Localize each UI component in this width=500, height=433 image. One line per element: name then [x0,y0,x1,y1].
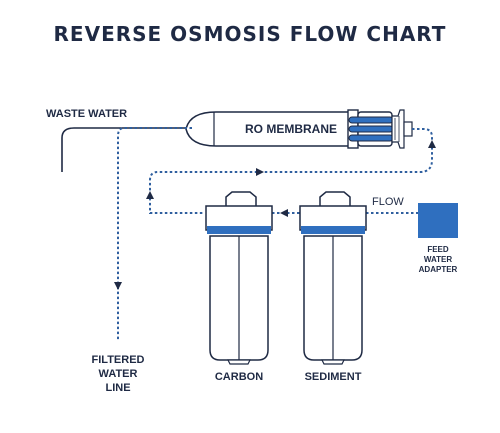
filtered-water-line-label-line1: FILTERED [91,354,145,366]
ro-membrane-housing-icon [185,109,413,149]
feed-water-adapter-label: FEED WATER ADAPTER [410,245,466,275]
waste-water-label: WASTE WATER [46,108,128,120]
sediment-filter-housing-icon [299,191,367,365]
sediment-label: SEDIMENT [304,371,362,383]
carbon-filter-housing-icon [205,191,273,365]
filtered-water-line [117,127,192,340]
ro-feed-line [149,128,433,214]
feed-water-adapter-label-line3: ADAPTER [418,265,458,274]
feed-water-adapter-label-line1: FEED [427,245,449,254]
flow-label: FLOW [372,196,404,208]
filtered-water-line-label: FILTERED WATER LINE [82,353,154,395]
waste-water-line [61,127,192,172]
page-title: REVERSE OSMOSIS FLOW CHART [53,22,447,46]
feed-water-adapter-label-line2: WATER [423,255,453,264]
filtered-water-line-label-line2: WATER [98,368,138,380]
ro-membrane-label: RO MEMBRANE [245,122,337,136]
feed-water-adapter-icon [418,203,458,238]
filtered-water-line-label-line3: LINE [105,382,131,394]
flow-arrow-icon [114,140,436,290]
carbon-label: CARBON [214,371,264,383]
